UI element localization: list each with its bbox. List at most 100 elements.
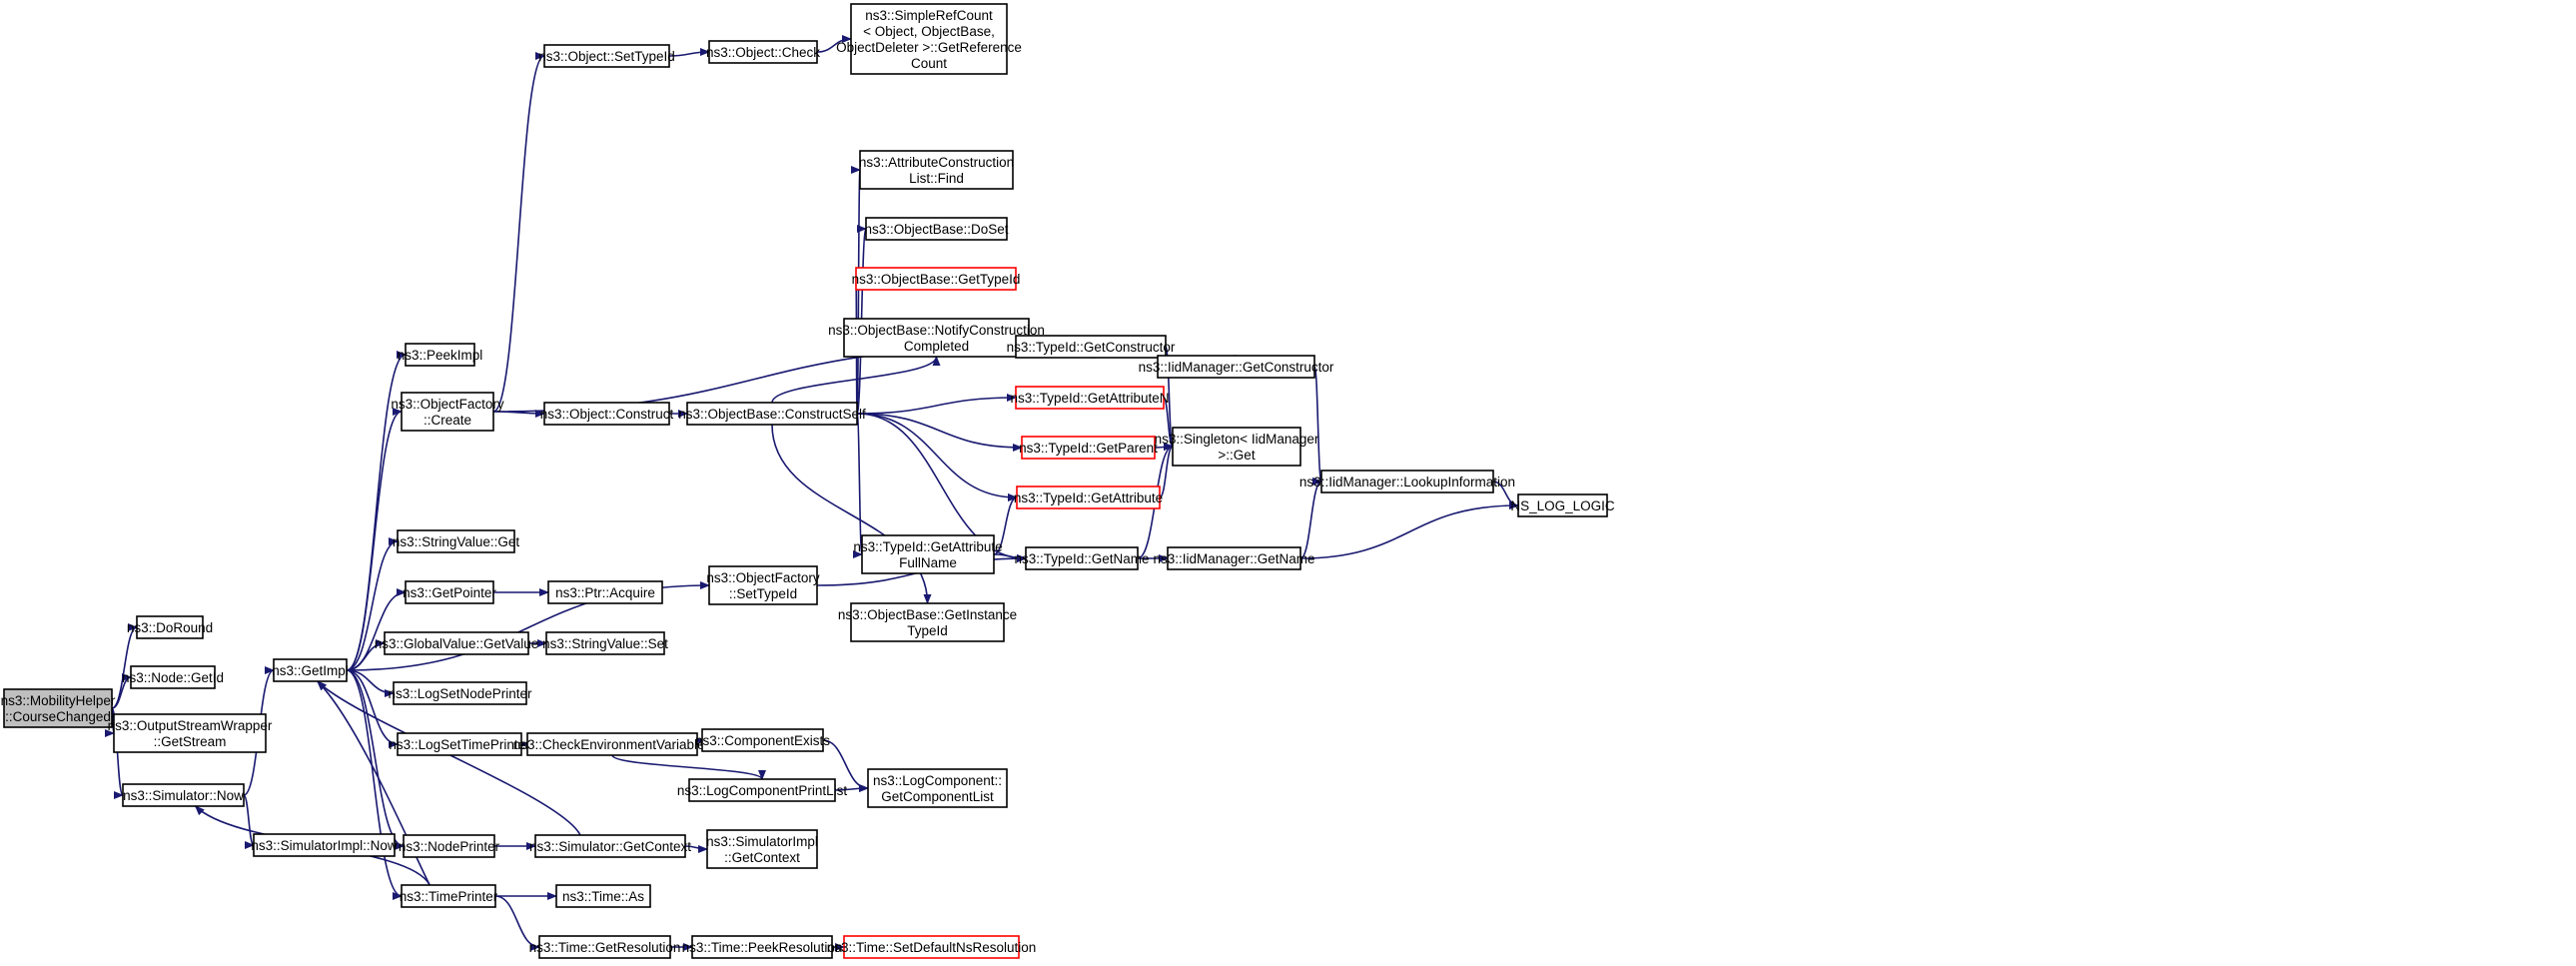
node-simplerefcount[interactable]: ns3::SimpleRefCount< Object, ObjectBase,… xyxy=(836,3,1022,75)
node-obgettypeid[interactable]: ns3::ObjectBase::GetTypeId xyxy=(852,267,1021,291)
call-edge-checkenv-to-logcompprint xyxy=(611,754,766,780)
node-tidgetname[interactable]: ns3::TypeId::GetName xyxy=(1014,546,1150,570)
node-simnow[interactable]: ns3::Simulator::Now xyxy=(122,783,245,807)
node-box xyxy=(867,768,1008,808)
node-box xyxy=(861,534,995,574)
node-box xyxy=(253,833,396,857)
node-box xyxy=(273,658,348,682)
node-strget[interactable]: ns3::StringValue::Get xyxy=(393,529,520,553)
node-label: ns3::ObjectBase::GetInstance xyxy=(838,607,1017,622)
node-logsetnode[interactable]: ns3::LogSetNodePrinter xyxy=(388,681,532,705)
node-simimplnow[interactable]: ns3::SimulatorImpl::Now xyxy=(251,833,398,857)
node-nodegetid[interactable]: ns3::Node::GetId xyxy=(122,665,224,689)
edge-path xyxy=(856,413,1023,452)
node-iidlookup[interactable]: ns3::IidManager::LookupInformation xyxy=(1299,470,1515,493)
node-label: ns3::ObjectBase::DoSet xyxy=(864,222,1008,237)
node-logsettime[interactable]: ns3::LogSetTimePrinter xyxy=(389,732,530,756)
node-box xyxy=(1517,493,1608,517)
call-edge-tidattrfull-to-tidgetname xyxy=(993,553,1027,562)
node-getpointer[interactable]: ns3::GetPointer xyxy=(403,580,496,604)
node-box xyxy=(686,402,858,426)
node-objconstruct[interactable]: ns3::Object::Construct xyxy=(540,402,674,426)
node-nslog[interactable]: NS_LOG_LOGIC xyxy=(1510,493,1615,517)
edge-path xyxy=(317,680,430,886)
call-edge-logcompprint-to-logcompgetlist xyxy=(834,784,869,793)
node-tidgetattrn[interactable]: ns3::TypeId::GetAttributeN xyxy=(1010,386,1170,410)
node-label: ::GetContext xyxy=(724,850,800,865)
node-tidgetctor[interactable]: ns3::TypeId::GetConstructor xyxy=(1007,335,1176,359)
node-timegetres[interactable]: ns3::Time::GetResolution xyxy=(529,935,681,959)
node-doround[interactable]: ns3::DoRound xyxy=(127,615,213,639)
node-iidgetctor[interactable]: ns3::IidManager::GetConstructor xyxy=(1139,355,1334,379)
node-obnotify[interactable]: ns3::ObjectBase::NotifyConstructionCompl… xyxy=(828,318,1045,358)
node-ptracquire[interactable]: ns3::Ptr::Acquire xyxy=(547,580,663,604)
node-obdoset[interactable]: ns3::ObjectBase::DoSet xyxy=(864,217,1009,241)
node-iidgetname[interactable]: ns3::IidManager::GetName xyxy=(1153,546,1315,570)
call-edge-getimpl-to-logsettime xyxy=(346,669,399,748)
edge-path xyxy=(492,52,545,413)
node-timeas[interactable]: ns3::Time::As xyxy=(555,884,651,908)
node-timepeekres[interactable]: ns3::Time::PeekResolution xyxy=(682,935,843,959)
node-objsettypeid[interactable]: ns3::Object::SetTypeId xyxy=(538,44,675,68)
call-edge-simnow-to-simimplnow xyxy=(243,794,255,849)
node-timeprinter[interactable]: ns3::TimePrinter xyxy=(400,884,498,908)
node-tidgetparent[interactable]: ns3::TypeId::GetParent xyxy=(1019,436,1158,460)
node-box xyxy=(136,615,204,639)
node-label: ::CourseChanged xyxy=(5,709,111,724)
node-label: ns3::TypeId::GetAttribute xyxy=(853,539,1002,554)
node-mobility: ns3::MobilityHelper::CourseChanged xyxy=(1,688,116,728)
node-label: ns3::IidManager::GetConstructor xyxy=(1139,360,1334,375)
node-label: ns3::ObjectBase::ConstructSelf xyxy=(678,407,866,422)
node-box xyxy=(859,150,1014,190)
call-edge-getimpl-to-strget xyxy=(346,537,399,671)
node-box xyxy=(393,681,527,705)
node-box xyxy=(543,402,670,426)
node-label: ::GetStream xyxy=(154,734,227,749)
node-label: Count xyxy=(911,56,947,71)
call-edge-obconstructself-to-tidgetparent xyxy=(856,413,1023,452)
node-box xyxy=(1021,436,1156,460)
node-ofsettypeid[interactable]: ns3::ObjectFactory::SetTypeId xyxy=(706,565,820,605)
node-box xyxy=(538,935,671,959)
node-obconstructself[interactable]: ns3::ObjectBase::ConstructSelf xyxy=(678,402,866,426)
node-ofcreate[interactable]: ns3::ObjectFactory::Create xyxy=(391,392,504,432)
node-box xyxy=(534,834,686,858)
edge-path xyxy=(771,356,941,404)
call-edge-objsettypeid-to-objcheck xyxy=(668,48,710,57)
call-edge-iidgetname-to-iidlookup xyxy=(1299,478,1322,559)
edge-path xyxy=(668,48,710,57)
node-layer: ns3::MobilityHelper::CourseChanged ns3::D… xyxy=(1,3,1615,959)
call-edge-simgetctx-to-simimplgetctx xyxy=(684,844,708,853)
node-gvget[interactable]: ns3::GlobalValue::GetValue xyxy=(375,631,539,655)
node-peekimpl[interactable]: ns3::PeekImpl xyxy=(398,343,483,367)
node-box xyxy=(397,732,522,756)
node-logcompprint[interactable]: ns3::LogComponentPrintList xyxy=(677,778,848,802)
node-label: ns3::Time::PeekResolution xyxy=(682,940,843,955)
node-label: ns3::Object::Check xyxy=(706,45,820,60)
node-checkenv[interactable]: ns3::CheckEnvironmentVariables xyxy=(513,732,712,756)
node-label: ns3::SimulatorImpl xyxy=(706,834,818,849)
node-getimpl[interactable]: ns3::GetImpl xyxy=(272,658,349,682)
call-edge-getimpl-to-timeprinter xyxy=(346,669,403,900)
node-logcompgetlist[interactable]: ns3::LogComponent::GetComponentList xyxy=(867,768,1008,808)
node-nodeprinter[interactable]: ns3::NodePrinter xyxy=(399,834,500,858)
node-tidgetattr[interactable]: ns3::TypeId::GetAttribute xyxy=(1014,485,1163,509)
node-setdefaultres[interactable]: ns3::Time::SetDefaultNsResolution xyxy=(827,935,1037,959)
node-osw[interactable]: ns3::OutputStreamWrapper::GetStream xyxy=(108,713,273,753)
call-edge-getimpl-to-ofcreate xyxy=(346,408,403,671)
node-simgetctx[interactable]: ns3::Simulator::GetContext xyxy=(529,834,691,858)
node-singleton[interactable]: ns3::Singleton< IidManager>::Get xyxy=(1155,427,1319,467)
node-label: ns3::CheckEnvironmentVariables xyxy=(513,737,712,752)
node-compexists[interactable]: ns3::ComponentExists xyxy=(695,728,830,752)
edge-path xyxy=(856,394,1017,415)
node-objcheck[interactable]: ns3::Object::Check xyxy=(706,40,820,64)
node-simimplgetctx[interactable]: ns3::SimulatorImpl::GetContext xyxy=(706,829,818,869)
node-label: < Object, ObjectBase, xyxy=(863,24,995,39)
node-label: ns3::ObjectBase::NotifyConstruction xyxy=(828,323,1045,338)
node-strset[interactable]: ns3::StringValue::Set xyxy=(542,631,668,655)
node-box xyxy=(843,935,1020,959)
